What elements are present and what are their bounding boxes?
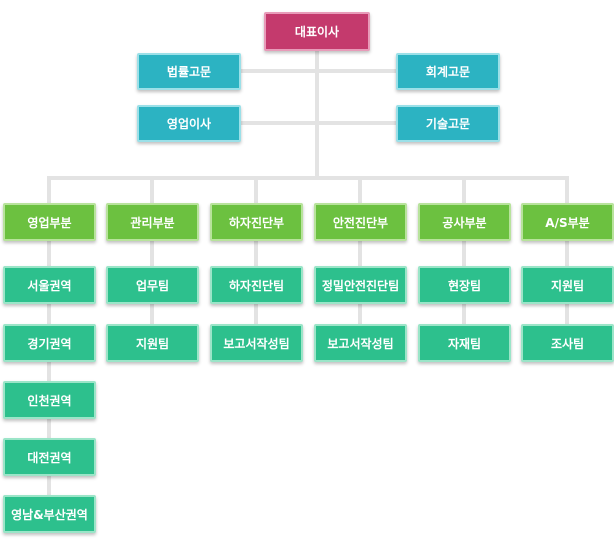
team-node: 지원팀: [521, 266, 614, 304]
advisor-tech-node: 기술고문: [396, 105, 500, 142]
team-node: 보고서작성팀: [210, 324, 303, 362]
advisor-law-node: 법률고문: [137, 53, 241, 90]
team-node: 정밀안전진단팀: [314, 266, 407, 304]
team-node: 보고서작성팀: [314, 324, 407, 362]
advisor-accounting-node: 회계고문: [396, 53, 500, 90]
team-node: 하자진단팀: [210, 266, 303, 304]
ceo-node: 대표이사: [264, 12, 370, 51]
team-node: 영남&부산권역: [3, 495, 96, 533]
sales-director-node: 영업이사: [137, 105, 241, 142]
team-node: 업무팀: [106, 266, 199, 304]
team-node: 서울권역: [3, 266, 96, 304]
dept-construction-node: 공사부분: [418, 203, 511, 241]
dept-defect-diagnosis-node: 하자진단부: [210, 203, 303, 241]
dept-safety-diagnosis-node: 안전진단부: [314, 203, 407, 241]
dept-after-service-node: A/S부분: [521, 203, 614, 241]
team-node: 현장팀: [418, 266, 511, 304]
dept-sales-node: 영업부분: [3, 203, 96, 241]
team-node: 조사팀: [521, 324, 614, 362]
team-node: 경기권역: [3, 324, 96, 362]
dept-management-node: 관리부분: [106, 203, 199, 241]
team-node: 자재팀: [418, 324, 511, 362]
team-node: 지원팀: [106, 324, 199, 362]
team-node: 인천권역: [3, 381, 96, 419]
team-node: 대전권역: [3, 438, 96, 476]
